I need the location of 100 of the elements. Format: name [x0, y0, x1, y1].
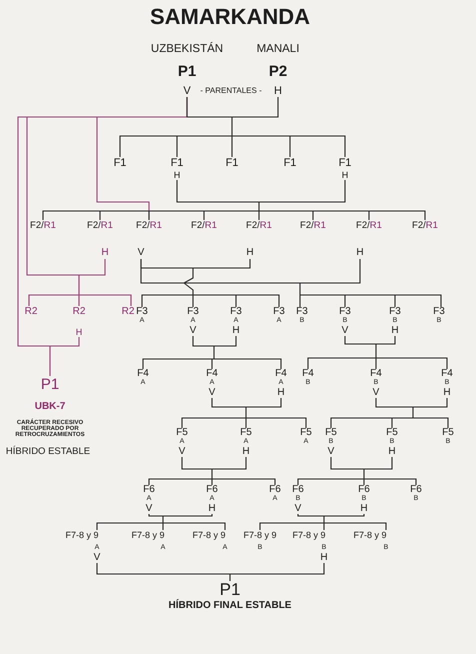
generation-label: F7-8 y 9 — [192, 530, 226, 540]
generation-label: F4 — [137, 369, 149, 379]
connector-line — [119, 96, 346, 158]
generation-label: F1 — [338, 157, 352, 169]
connector-line — [96, 562, 325, 582]
generation-label: R1 — [100, 220, 113, 232]
generation-label: F6 — [292, 485, 304, 495]
trait-letter: H — [208, 504, 216, 514]
trait-letter: H — [320, 553, 328, 563]
generation-label: F7-8 y 9 — [354, 530, 386, 540]
trait-letter: V — [138, 247, 144, 259]
generation-label: F6 — [269, 485, 281, 495]
generation-label: F1 — [114, 157, 126, 169]
hybrid-label: HÍBRIDO ESTABLE — [6, 446, 90, 457]
connector-line — [42, 179, 426, 221]
parent-label: P1 — [40, 376, 60, 393]
generation-label: F5 — [386, 428, 398, 438]
generation-label: F5 — [176, 428, 188, 438]
generation-label: R1 — [260, 220, 272, 232]
trait-letter: V — [146, 504, 152, 514]
generation-label: F2/ — [136, 220, 150, 232]
generation-label: F3 — [389, 307, 401, 317]
trait-letter: H — [232, 326, 240, 336]
generation-label: F3 — [296, 307, 308, 317]
generation-label: F7-8 y 9 — [244, 530, 276, 540]
connector-line — [96, 513, 226, 531]
trait-letter: V — [328, 447, 334, 457]
trait-letter: V — [294, 504, 302, 514]
origin-name: UZBEKISTÁN — [150, 43, 224, 56]
generation-label: R1 — [426, 220, 438, 232]
trait-letter: H — [388, 447, 396, 457]
generation-label: R2 — [122, 306, 134, 318]
generation-label: F3 — [339, 307, 351, 317]
connector-line — [297, 456, 417, 486]
trait-letter: H — [360, 504, 368, 514]
generation-label: F4 — [302, 369, 314, 379]
trait-letter: H — [242, 447, 250, 457]
connector-line — [148, 456, 276, 486]
trait-letter: V — [208, 388, 216, 398]
connector-line — [330, 397, 449, 429]
trait-letter: H — [101, 247, 109, 259]
generation-label: R1 — [370, 220, 382, 232]
generation-label: F2/ — [356, 220, 370, 232]
generation-label: F1 — [170, 157, 184, 169]
trait-letter: V — [342, 326, 348, 336]
generation-label: F4 — [206, 369, 218, 379]
trait-letter: V — [178, 447, 186, 457]
generation-label: F3 — [433, 307, 445, 317]
variety-name: UBK-7 — [34, 401, 66, 413]
generation-label: F4 — [441, 369, 453, 379]
generation-label: F6 — [206, 485, 218, 495]
connector-line — [140, 258, 442, 308]
trait-letter: H — [246, 247, 254, 259]
generation-label: F2/ — [30, 220, 44, 232]
section-label: - PARENTALES - — [200, 86, 262, 96]
generation-label: F7-8 y 9 — [132, 530, 164, 540]
generation-label: F6 — [410, 485, 422, 495]
parent-label: P1 — [220, 581, 240, 599]
generation-label: F2/ — [87, 220, 101, 232]
parent-label: P2 — [268, 64, 288, 80]
hybrid-label: HÍBRIDO FINAL ESTABLE — [168, 600, 292, 611]
connector-line — [49, 337, 80, 376]
generation-label: F7-8 y 9 — [66, 530, 98, 540]
generation-label: F1 — [284, 157, 296, 169]
connector-line — [307, 335, 448, 370]
connector-line — [259, 513, 387, 531]
trait-letter: H — [342, 171, 348, 180]
generation-label: F3 — [230, 307, 242, 317]
generation-label: F6 — [358, 485, 370, 495]
connector-line — [181, 397, 307, 429]
generation-label: F1 — [226, 157, 238, 169]
generation-label: F4 — [370, 369, 382, 379]
trait-letter: H — [76, 328, 82, 337]
generation-label: F3 — [273, 307, 285, 317]
trait-letter: H — [443, 388, 451, 398]
connector-line — [140, 258, 280, 308]
connector-line — [142, 335, 282, 370]
generation-label: F3 — [187, 307, 199, 317]
generation-label: F5 — [442, 428, 454, 438]
title: SAMARKANDA — [150, 5, 310, 29]
trait-letter: H — [174, 171, 180, 180]
generation-label: R2 — [24, 306, 38, 318]
generation-label: F2/ — [246, 220, 260, 232]
generation-label: F2/ — [300, 220, 314, 232]
trait-letter: H — [277, 388, 285, 398]
generation-label: F2/ — [412, 220, 426, 232]
connector-line — [28, 258, 132, 307]
generation-label: F6 — [143, 485, 155, 495]
trait-letter: H — [391, 326, 399, 336]
origin-name: MANALI — [256, 43, 300, 56]
generation-label: R1 — [314, 220, 326, 232]
generation-label: R1 — [204, 220, 217, 232]
parent-label: P1 — [178, 64, 196, 80]
generation-label: F5 — [240, 428, 252, 438]
trait-letter: V — [183, 85, 191, 97]
generation-label: F2/ — [191, 220, 205, 232]
generation-label: F3 — [136, 307, 148, 317]
trait-letter: V — [94, 553, 100, 563]
generation-label: F5 — [325, 428, 337, 438]
trait-letter: V — [190, 326, 196, 336]
